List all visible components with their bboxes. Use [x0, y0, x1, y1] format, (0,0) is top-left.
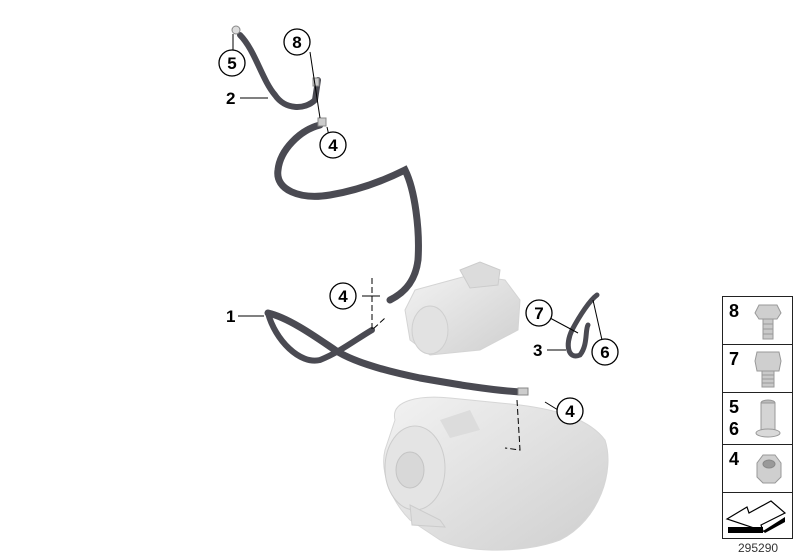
callout-4-middle: 4	[329, 282, 357, 310]
cable-1	[264, 309, 529, 396]
starter-motor	[404, 261, 521, 356]
svg-text:4: 4	[328, 136, 338, 155]
hex-bolt-icon	[754, 351, 782, 388]
alternator	[383, 396, 609, 551]
flange-bolt-icon	[754, 304, 782, 340]
legend-number: 7	[729, 349, 740, 369]
callout-8: 8	[283, 28, 311, 56]
legend-item-8: 8	[722, 296, 793, 344]
cable-main-upper	[274, 117, 422, 304]
svg-text:1: 1	[226, 307, 235, 326]
legend-number: 5	[729, 397, 740, 417]
callout-5: 5	[218, 34, 246, 77]
svg-text:6: 6	[600, 343, 609, 362]
document-number: 295290	[738, 541, 779, 555]
callout-3: 3	[533, 341, 566, 360]
legend-item-arrow	[722, 492, 793, 539]
svg-text:2: 2	[226, 89, 235, 108]
callout-6: 6	[591, 338, 619, 366]
callout-1: 1	[226, 307, 264, 326]
svg-text:3: 3	[533, 341, 542, 360]
hex-nut-icon	[756, 454, 782, 484]
callout-4-bottom: 4	[556, 397, 584, 425]
insert-nut-icon	[755, 399, 781, 438]
direction-arrow-icon	[725, 500, 787, 533]
svg-text:4: 4	[338, 287, 348, 306]
svg-text:5: 5	[227, 54, 236, 73]
connection-lines	[309, 51, 603, 451]
svg-text:4: 4	[565, 402, 575, 421]
legend-item-4: 4	[722, 444, 793, 492]
callout-7: 7	[525, 299, 553, 327]
cable-3	[565, 292, 600, 359]
legend-number: 4	[729, 449, 740, 469]
callout-2: 2	[226, 89, 268, 108]
svg-text:7: 7	[534, 304, 543, 323]
legend-number: 6	[729, 419, 740, 439]
legend-item-7: 7	[722, 344, 793, 392]
legend-item-5-6: 5 6	[722, 392, 793, 444]
svg-text:8: 8	[292, 33, 301, 52]
cable-2	[231, 25, 321, 110]
legend-number: 8	[729, 301, 740, 321]
callout-4-top: 4	[319, 131, 347, 159]
